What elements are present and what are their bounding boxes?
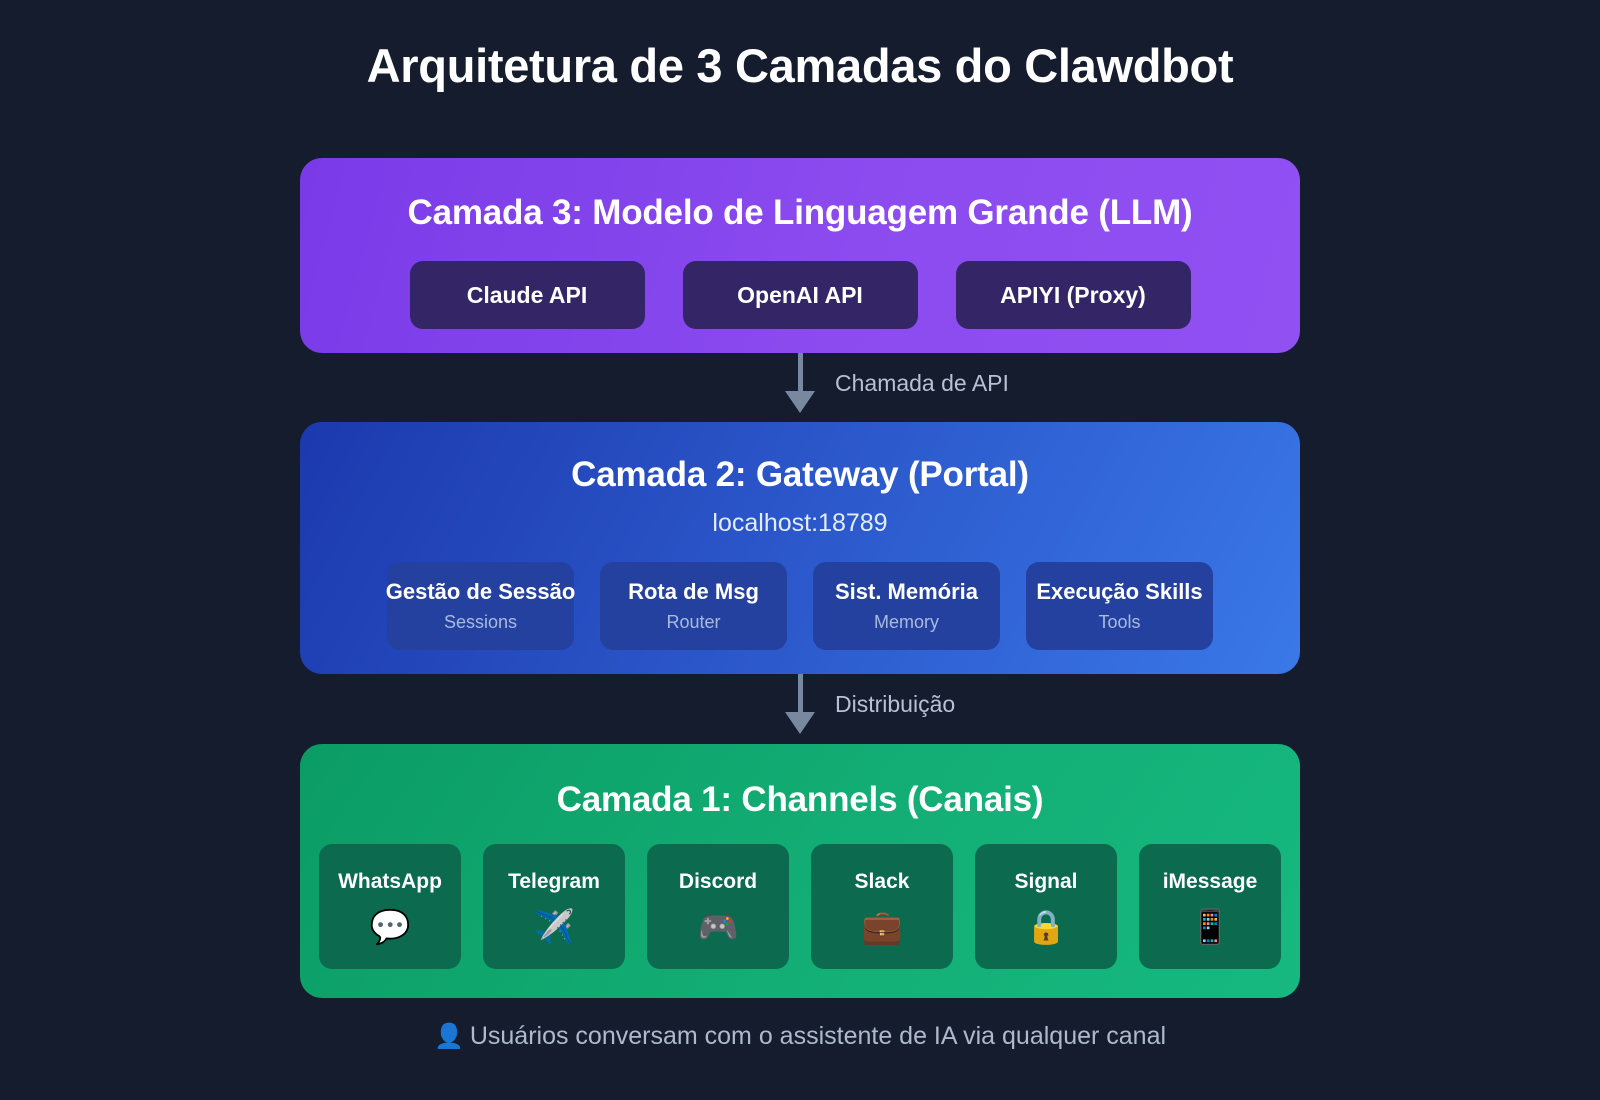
channel-chip-signal[interactable]: Signal 🔒: [975, 844, 1117, 969]
gateway-chip-router[interactable]: Rota de Msg Router: [600, 562, 787, 650]
gateway-chip-sublabel: Memory: [873, 612, 939, 632]
connector-label-distribution: Distribuição: [835, 691, 956, 717]
llm-chip-claude[interactable]: Claude API: [409, 261, 645, 329]
llm-chip-label: OpenAI API: [737, 281, 863, 308]
llm-chip-label: APIYI (Proxy): [1000, 281, 1146, 308]
gateway-chip-sublabel: Router: [666, 612, 721, 632]
gateway-chip-label: Sist. Memória: [834, 579, 979, 604]
arrow-head: [785, 391, 815, 413]
channel-chip-whatsapp[interactable]: WhatsApp 💬: [319, 844, 461, 969]
video-game-controller-icon: 🎮: [697, 907, 739, 946]
layer-card-channels: Camada 1: Channels (Canais) WhatsApp 💬 T…: [300, 744, 1300, 998]
layer-card-gateway: Camada 2: Gateway (Portal) localhost:187…: [300, 422, 1300, 674]
channels-chip-row: WhatsApp 💬 Telegram ✈️ Discord 🎮 Slack 💼…: [300, 844, 1300, 969]
llm-chip-apiyi[interactable]: APIYI (Proxy): [955, 261, 1191, 329]
arrow-head: [785, 712, 815, 734]
channel-chip-label: Slack: [854, 870, 910, 893]
channel-chip-discord[interactable]: Discord 🎮: [647, 844, 789, 969]
gateway-endpoint: localhost:18789: [712, 509, 888, 537]
channel-chip-label: Signal: [1014, 870, 1078, 893]
user-bust-icon: 👤: [433, 1022, 464, 1050]
layer-card-llm: Camada 3: Modelo de Linguagem Grande (LL…: [300, 158, 1300, 353]
channel-chip-label: Telegram: [508, 870, 600, 893]
down-arrow-icon: [785, 674, 815, 734]
lock-icon: 🔒: [1025, 907, 1067, 946]
layer-title-gateway: Camada 2: Gateway (Portal): [571, 455, 1029, 494]
channel-chip-label: WhatsApp: [338, 870, 442, 893]
gateway-chip-sublabel: Sessions: [443, 612, 518, 632]
llm-chip-label: Claude API: [466, 281, 588, 308]
gateway-chip-memory[interactable]: Sist. Memória Memory: [813, 562, 1000, 650]
gateway-chip-tools[interactable]: Execução Skills Tools: [1026, 562, 1213, 650]
layer-title-channels: Camada 1: Channels (Canais): [556, 780, 1044, 819]
gateway-chip-row: Gestão de Sessão Sessions Rota de Msg Ro…: [300, 562, 1300, 650]
page-title: Arquitetura de 3 Camadas do Clawdbot: [366, 39, 1234, 92]
gateway-chip-sublabel: Tools: [1098, 612, 1141, 632]
connector-label-api-call: Chamada de API: [835, 370, 1009, 396]
down-arrow-icon: [785, 353, 815, 413]
channel-chip-label: Discord: [678, 870, 758, 893]
gateway-chip-label: Gestão de Sessão: [385, 579, 576, 604]
channel-chip-telegram[interactable]: Telegram ✈️: [483, 844, 625, 969]
speech-balloon-icon: 💬: [369, 907, 411, 946]
mobile-phone-icon: 📱: [1189, 907, 1231, 946]
channel-chip-slack[interactable]: Slack 💼: [811, 844, 953, 969]
connector-api-call: Chamada de API: [0, 353, 1600, 413]
llm-chip-openai[interactable]: OpenAI API: [682, 261, 918, 329]
channel-chip-label: iMessage: [1162, 870, 1258, 893]
arrow-stem: [797, 674, 803, 712]
connector-distribution: Distribuição: [0, 674, 1600, 734]
layer-title-llm: Camada 3: Modelo de Linguagem Grande (LL…: [407, 193, 1193, 232]
gateway-chip-label: Rota de Msg: [628, 579, 759, 604]
gateway-chip-sessions[interactable]: Gestão de Sessão Sessions: [385, 562, 576, 650]
gateway-chip-label: Execução Skills: [1036, 579, 1203, 604]
llm-chip-row: Claude API OpenAI API APIYI (Proxy): [300, 261, 1300, 329]
briefcase-icon: 💼: [861, 907, 903, 946]
footer-caption: 👤Usuários conversam com o assistente de …: [0, 1022, 1600, 1051]
airplane-icon: ✈️: [533, 907, 575, 946]
arrow-stem: [797, 353, 803, 391]
channel-chip-imessage[interactable]: iMessage 📱: [1139, 844, 1281, 969]
footer-caption-text: Usuários conversam com o assistente de I…: [469, 1022, 1167, 1050]
